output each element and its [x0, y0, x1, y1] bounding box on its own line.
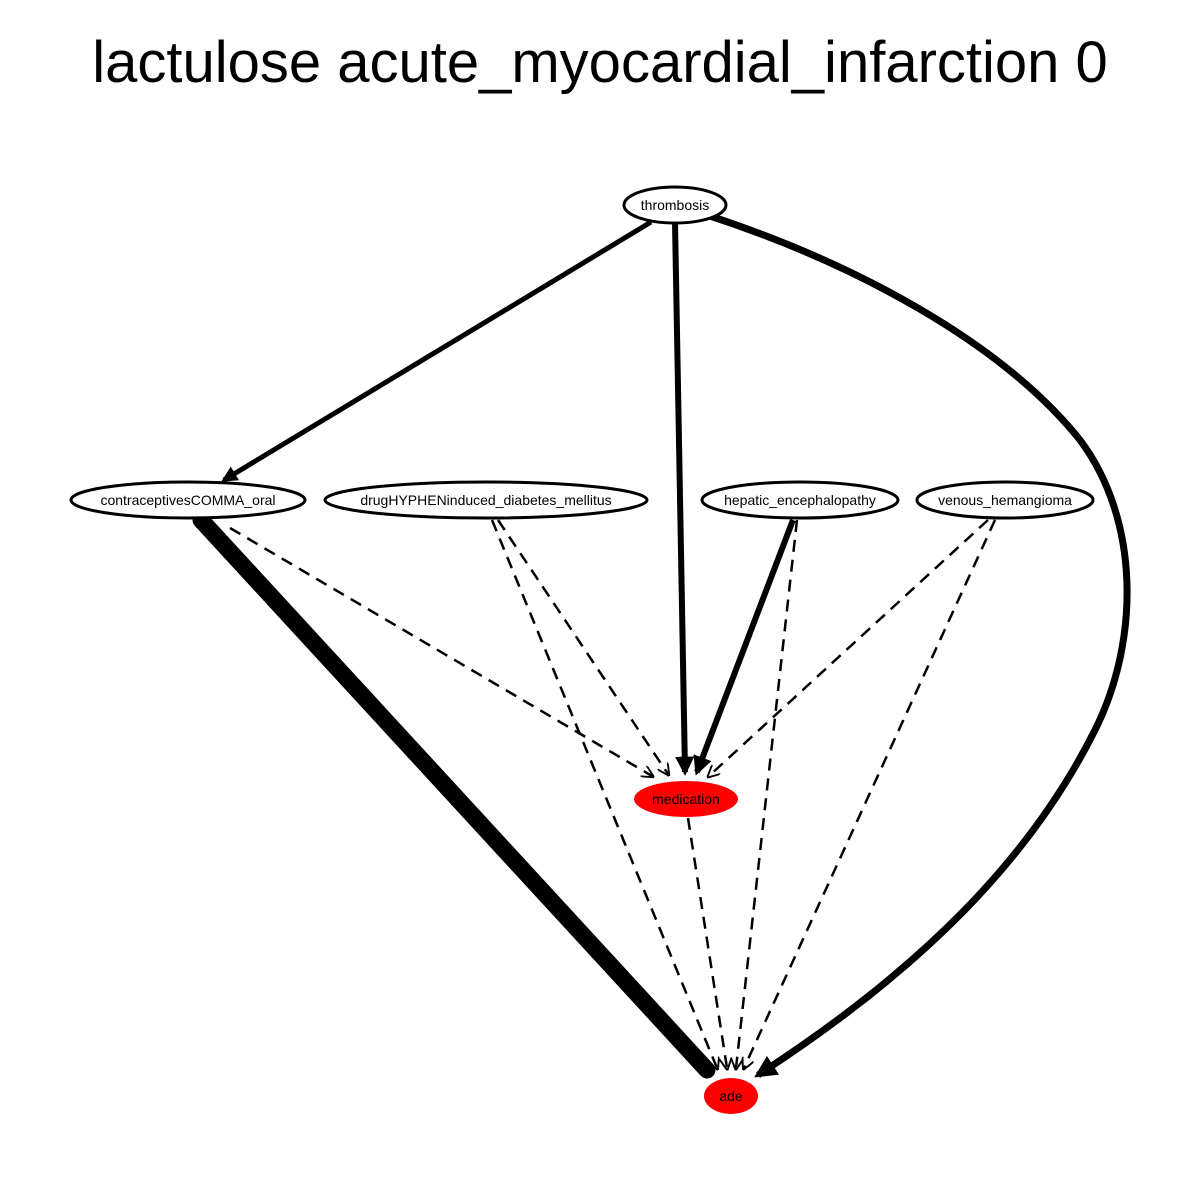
edge-hemangioma-to-ade: [744, 519, 997, 1068]
edge-diabetes-to-medication: [496, 519, 668, 774]
node-label: thrombosis: [641, 197, 709, 213]
graph-title: lactulose acute_myocardial_infarction 0: [92, 30, 1108, 95]
node-venous-hemangioma[interactable]: venous_hemangioma: [915, 480, 1095, 520]
node-drug-induced-diabetes[interactable]: drugHYPHENinduced_diabetes_mellitus: [323, 480, 649, 520]
node-label: hepatic_encephalopathy: [724, 492, 876, 508]
node-ade[interactable]: ade: [704, 1078, 758, 1114]
node-label: drugHYPHENinduced_diabetes_mellitus: [360, 492, 611, 508]
node-label: contraceptivesCOMMA_oral: [100, 492, 275, 508]
node-contraceptives-oral[interactable]: contraceptivesCOMMA_oral: [69, 480, 307, 520]
node-label: venous_hemangioma: [938, 492, 1072, 508]
node-hepatic-encephalopathy[interactable]: hepatic_encephalopathy: [700, 480, 900, 520]
node-label: ade: [719, 1088, 743, 1104]
edges: [192, 212, 1131, 1079]
node-label: medication: [652, 791, 720, 807]
edge-hepatic-to-ade: [736, 519, 799, 1068]
edge-thrombosis-to-ade: [708, 212, 1131, 1078]
edge-thrombosis-to-contraceptives: [221, 219, 653, 483]
edge-medication-to-ade: [686, 817, 727, 1068]
edge-thrombosis-to-medication: [672, 221, 695, 776]
edge-contraceptives-to-medication: [229, 526, 652, 776]
node-medication[interactable]: medication: [634, 781, 738, 817]
edge-hemangioma-to-medication: [709, 519, 989, 776]
edge-contraceptives-to-ade: [192, 511, 716, 1079]
node-thrombosis[interactable]: thrombosis: [622, 185, 728, 225]
edge-hepatic-to-medication: [693, 518, 796, 776]
